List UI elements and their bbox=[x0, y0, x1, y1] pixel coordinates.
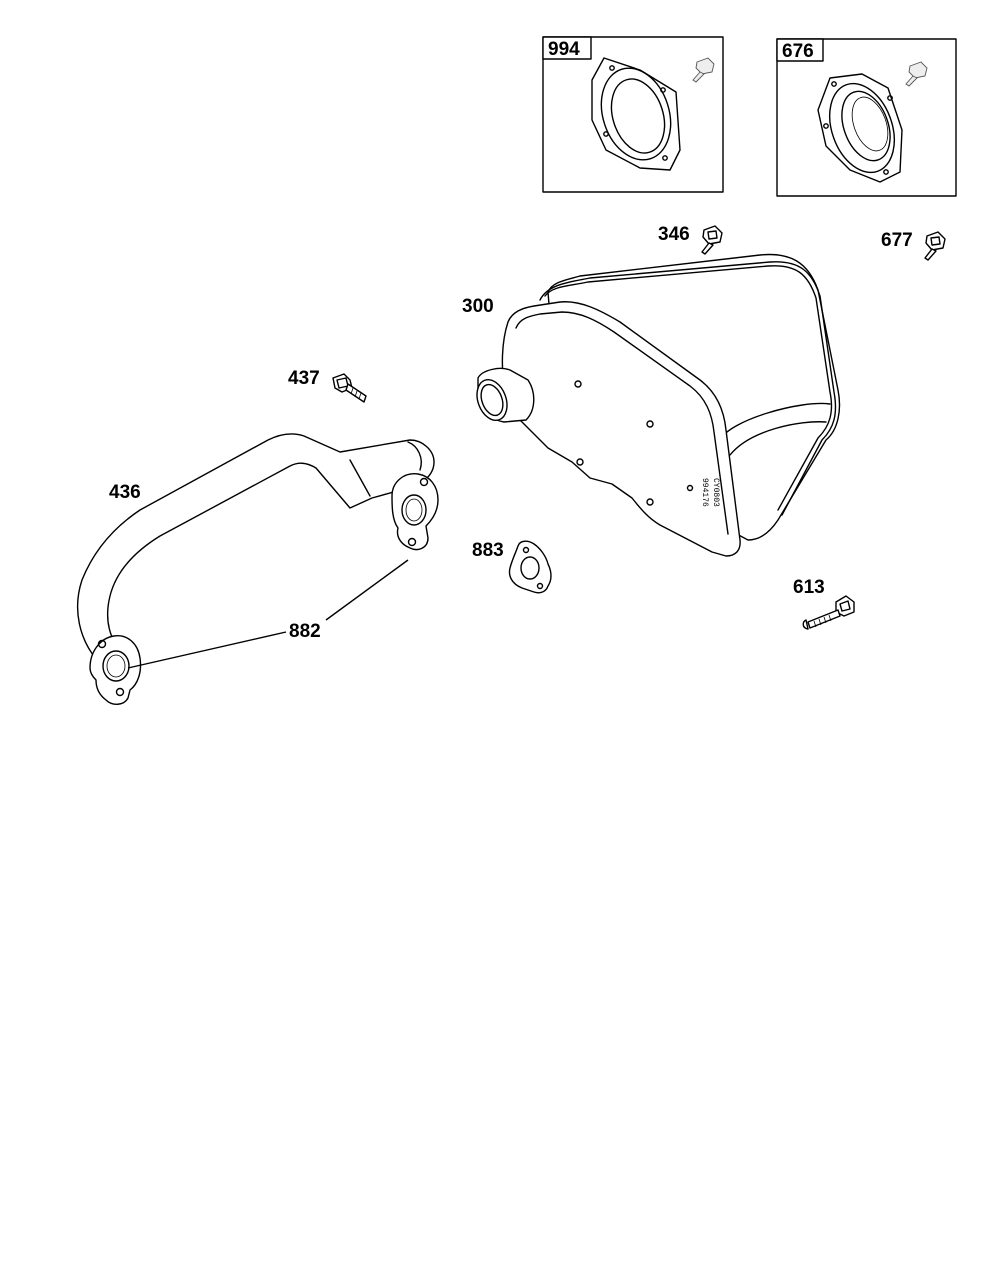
muffler-stamp-line1: 994176 bbox=[700, 478, 709, 507]
part-883[interactable]: 883 bbox=[472, 540, 552, 594]
part-613[interactable]: 613 bbox=[793, 577, 855, 630]
label-300: 300 bbox=[462, 296, 494, 317]
part-300[interactable]: 300 994176 CY0803 bbox=[462, 253, 841, 557]
screw-icon-346 bbox=[701, 225, 723, 255]
heat-shield-676 bbox=[817, 73, 903, 183]
label-346: 346 bbox=[658, 224, 690, 245]
part-882[interactable]: 882 bbox=[127, 559, 409, 669]
label-613: 613 bbox=[793, 577, 825, 598]
leader-line-882-lower bbox=[127, 631, 287, 669]
inset-box-994[interactable]: 994 bbox=[542, 36, 724, 193]
label-677: 677 bbox=[881, 230, 913, 251]
label-883: 883 bbox=[472, 540, 504, 561]
gasket-icon-883 bbox=[508, 540, 552, 594]
exhaust-pipe-icon bbox=[76, 433, 439, 705]
label-436: 436 bbox=[109, 482, 141, 503]
muffler-icon: 994176 CY0803 bbox=[476, 253, 841, 557]
inset-box-676[interactable]: 676 bbox=[776, 38, 957, 197]
heat-shield-994 bbox=[591, 57, 681, 171]
part-437[interactable]: 437 bbox=[288, 368, 367, 403]
box-label-676: 676 bbox=[782, 41, 814, 62]
leader-line-882-upper bbox=[325, 559, 409, 621]
screw-icon-994 bbox=[692, 57, 715, 83]
label-437: 437 bbox=[288, 368, 320, 389]
part-346[interactable]: 346 bbox=[658, 224, 723, 255]
part-677[interactable]: 677 bbox=[881, 230, 946, 261]
muffler-stamp-line2: CY0803 bbox=[711, 478, 720, 507]
label-882: 882 bbox=[289, 621, 321, 642]
screw-icon-677 bbox=[924, 231, 946, 261]
part-436[interactable]: 436 bbox=[76, 433, 439, 705]
screw-icon-676 bbox=[905, 61, 928, 87]
bolt-icon-613 bbox=[802, 595, 855, 630]
box-label-994: 994 bbox=[548, 39, 580, 60]
bolt-icon-437 bbox=[332, 373, 367, 403]
